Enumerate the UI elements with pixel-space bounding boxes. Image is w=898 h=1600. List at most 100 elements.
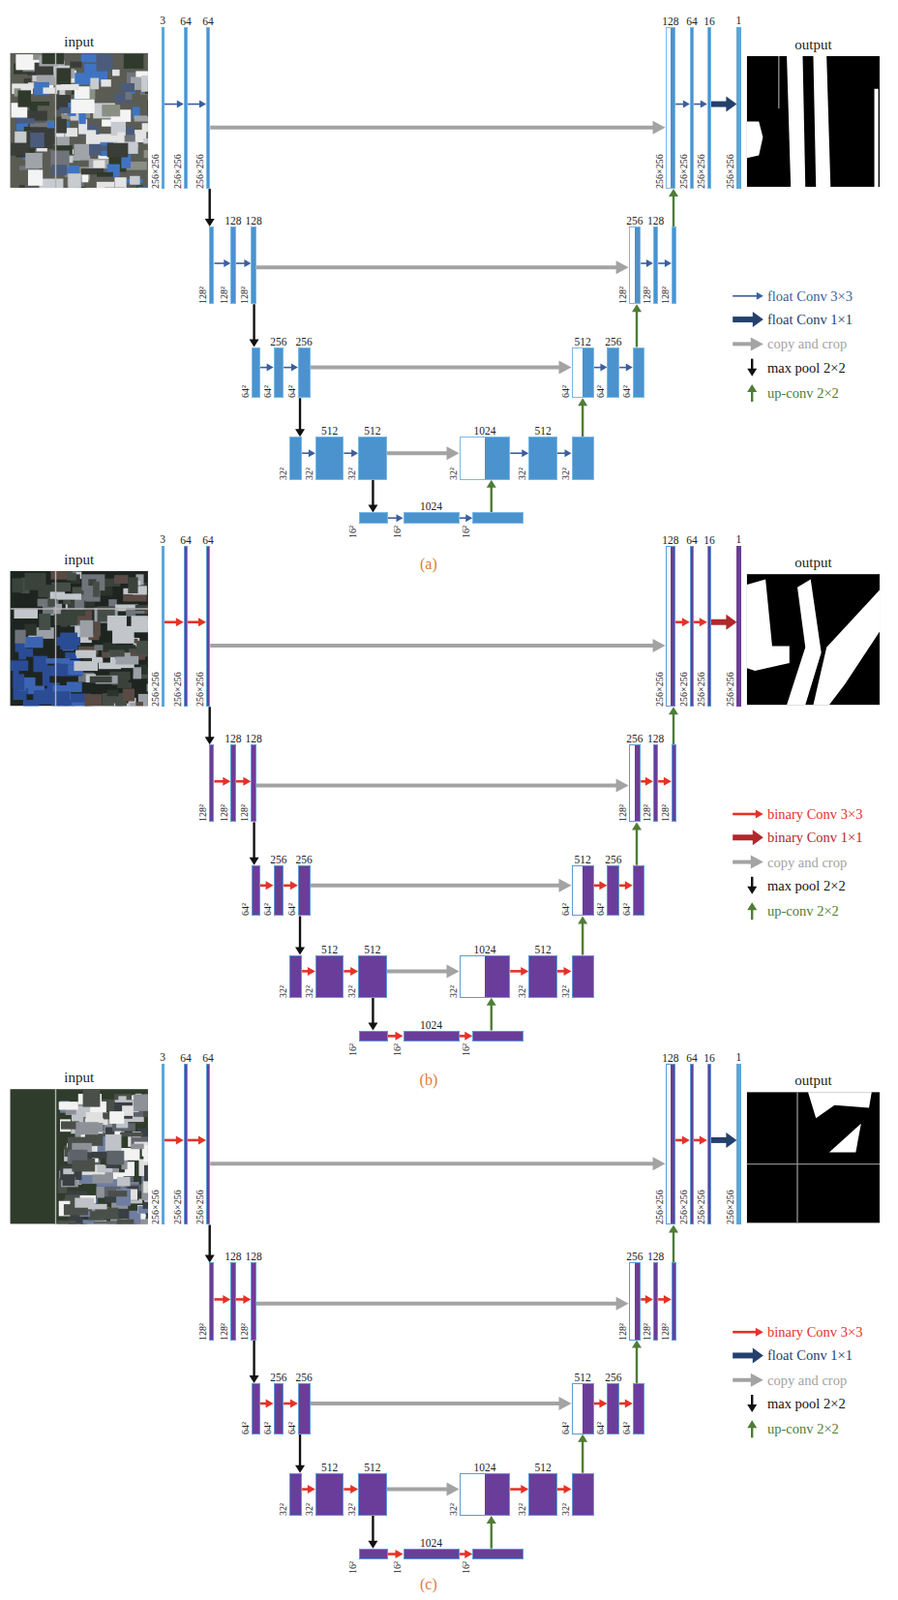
text-holder: 64 [686,15,698,28]
arrowhead [750,1373,764,1387]
text-holder: (b) [419,1071,439,1089]
photo-patch [29,101,50,106]
photo-patch [96,172,114,178]
text-holder: 256 [296,853,313,866]
text-holder: 32² [561,985,571,998]
feature-size: 32² [347,467,358,480]
text-holder: 32² [304,467,315,480]
arrowhead [308,449,316,457]
text-holder: 64² [622,385,632,398]
text-holder: 64² [561,902,571,916]
text-holder: 256×256 [173,153,183,189]
arrowhead [521,449,529,457]
text-holder: 128² [660,1322,671,1341]
connector [301,966,316,976]
arrowhead [447,1482,460,1497]
photo-patch [135,604,148,611]
mask-ground [747,1091,880,1223]
feature-map: 128² [671,226,677,304]
photo-patch [92,581,100,598]
legend-text: up-conv 2×2 [767,384,839,402]
arrowhead [350,1484,359,1494]
photo-patch [25,152,43,169]
photo-patch [130,1143,145,1150]
photo-patch [67,173,81,188]
feature-size: 64² [263,1421,273,1435]
photo-patch [33,689,53,696]
feature-map: 64256×256 [206,545,210,708]
text-holder: 128² [198,804,209,822]
text-holder: 32² [561,467,571,480]
mask-building [829,1123,862,1153]
text-holder: 256 [604,853,622,866]
connector [164,1135,184,1144]
channel-count: 256 [604,853,622,866]
connector-line [693,103,702,106]
arrowhead [559,360,572,375]
channel-count: 1 [736,14,743,27]
feature-map: 3256×256 [161,1063,165,1226]
connector-line [388,1552,397,1556]
arrowhead [699,617,708,627]
feature-size: 256×256 [696,672,707,708]
text-holder: 128² [660,804,671,822]
connector-line [490,485,493,512]
connector-line [213,262,225,265]
feature-map: 16² [472,1548,524,1560]
channel-count: 64 [686,1051,698,1064]
channel-count: 256 [626,732,643,745]
feature-map: 64256×256 [206,27,210,189]
arrowhead [598,1398,607,1407]
feature-map: 128² [209,744,214,822]
channel-count: 64 [179,1051,192,1064]
text-holder: up-conv 2×2 [767,1419,839,1437]
channel-count: 128 [244,214,262,227]
text-holder: 64² [287,1421,298,1435]
text-holder: 3 [159,533,166,545]
feature-map: 128² [209,226,214,304]
photo-patch [38,179,63,188]
connector [249,303,260,347]
mask-ground [747,56,880,187]
connector [236,1294,252,1304]
connector [631,1340,642,1383]
feature-map: 64256×256 [206,1063,210,1226]
connector-line [256,265,619,270]
text-holder: 256×256 [696,1190,707,1226]
text-holder: 32² [304,985,315,998]
feature-map: 51232² [528,1472,558,1516]
mosaic-seam [747,1163,880,1165]
connector [187,1135,207,1144]
connector-line [343,451,353,454]
photo-patch [24,636,43,648]
connector-line [750,359,753,370]
connector [693,617,708,627]
channel-count: 64 [686,15,698,28]
feature-map: 3256×256 [161,545,165,708]
text-holder: float Conv 1×1 [767,310,853,329]
text-holder: 256×256 [195,153,206,189]
text-holder: 16² [348,525,359,539]
text-holder: 512 [574,1371,592,1383]
feature-map: 32² [571,1472,595,1516]
legend-text: copy and crop [767,334,847,353]
channel-count: 128 [224,1250,241,1262]
photo-patch [141,75,149,92]
photo-patch [57,593,82,599]
legend-sample [732,311,764,328]
photo-patch [28,169,43,185]
connector [711,614,737,630]
channel-count: 512 [534,424,551,437]
text-holder: 16² [348,1043,359,1056]
photo-patch [70,61,83,68]
text-holder: 32² [278,1502,289,1516]
text-holder: 1024 [419,1536,443,1549]
text-holder: 512 [574,335,592,348]
channel-count: 512 [321,424,338,437]
text-holder: 128 [244,214,262,227]
connector [387,446,460,460]
arrowhead [249,857,260,866]
text-holder: up-conv 2×2 [767,384,839,402]
text-holder: max pool 2×2 [767,1394,846,1412]
channel-count: 3 [159,533,166,545]
